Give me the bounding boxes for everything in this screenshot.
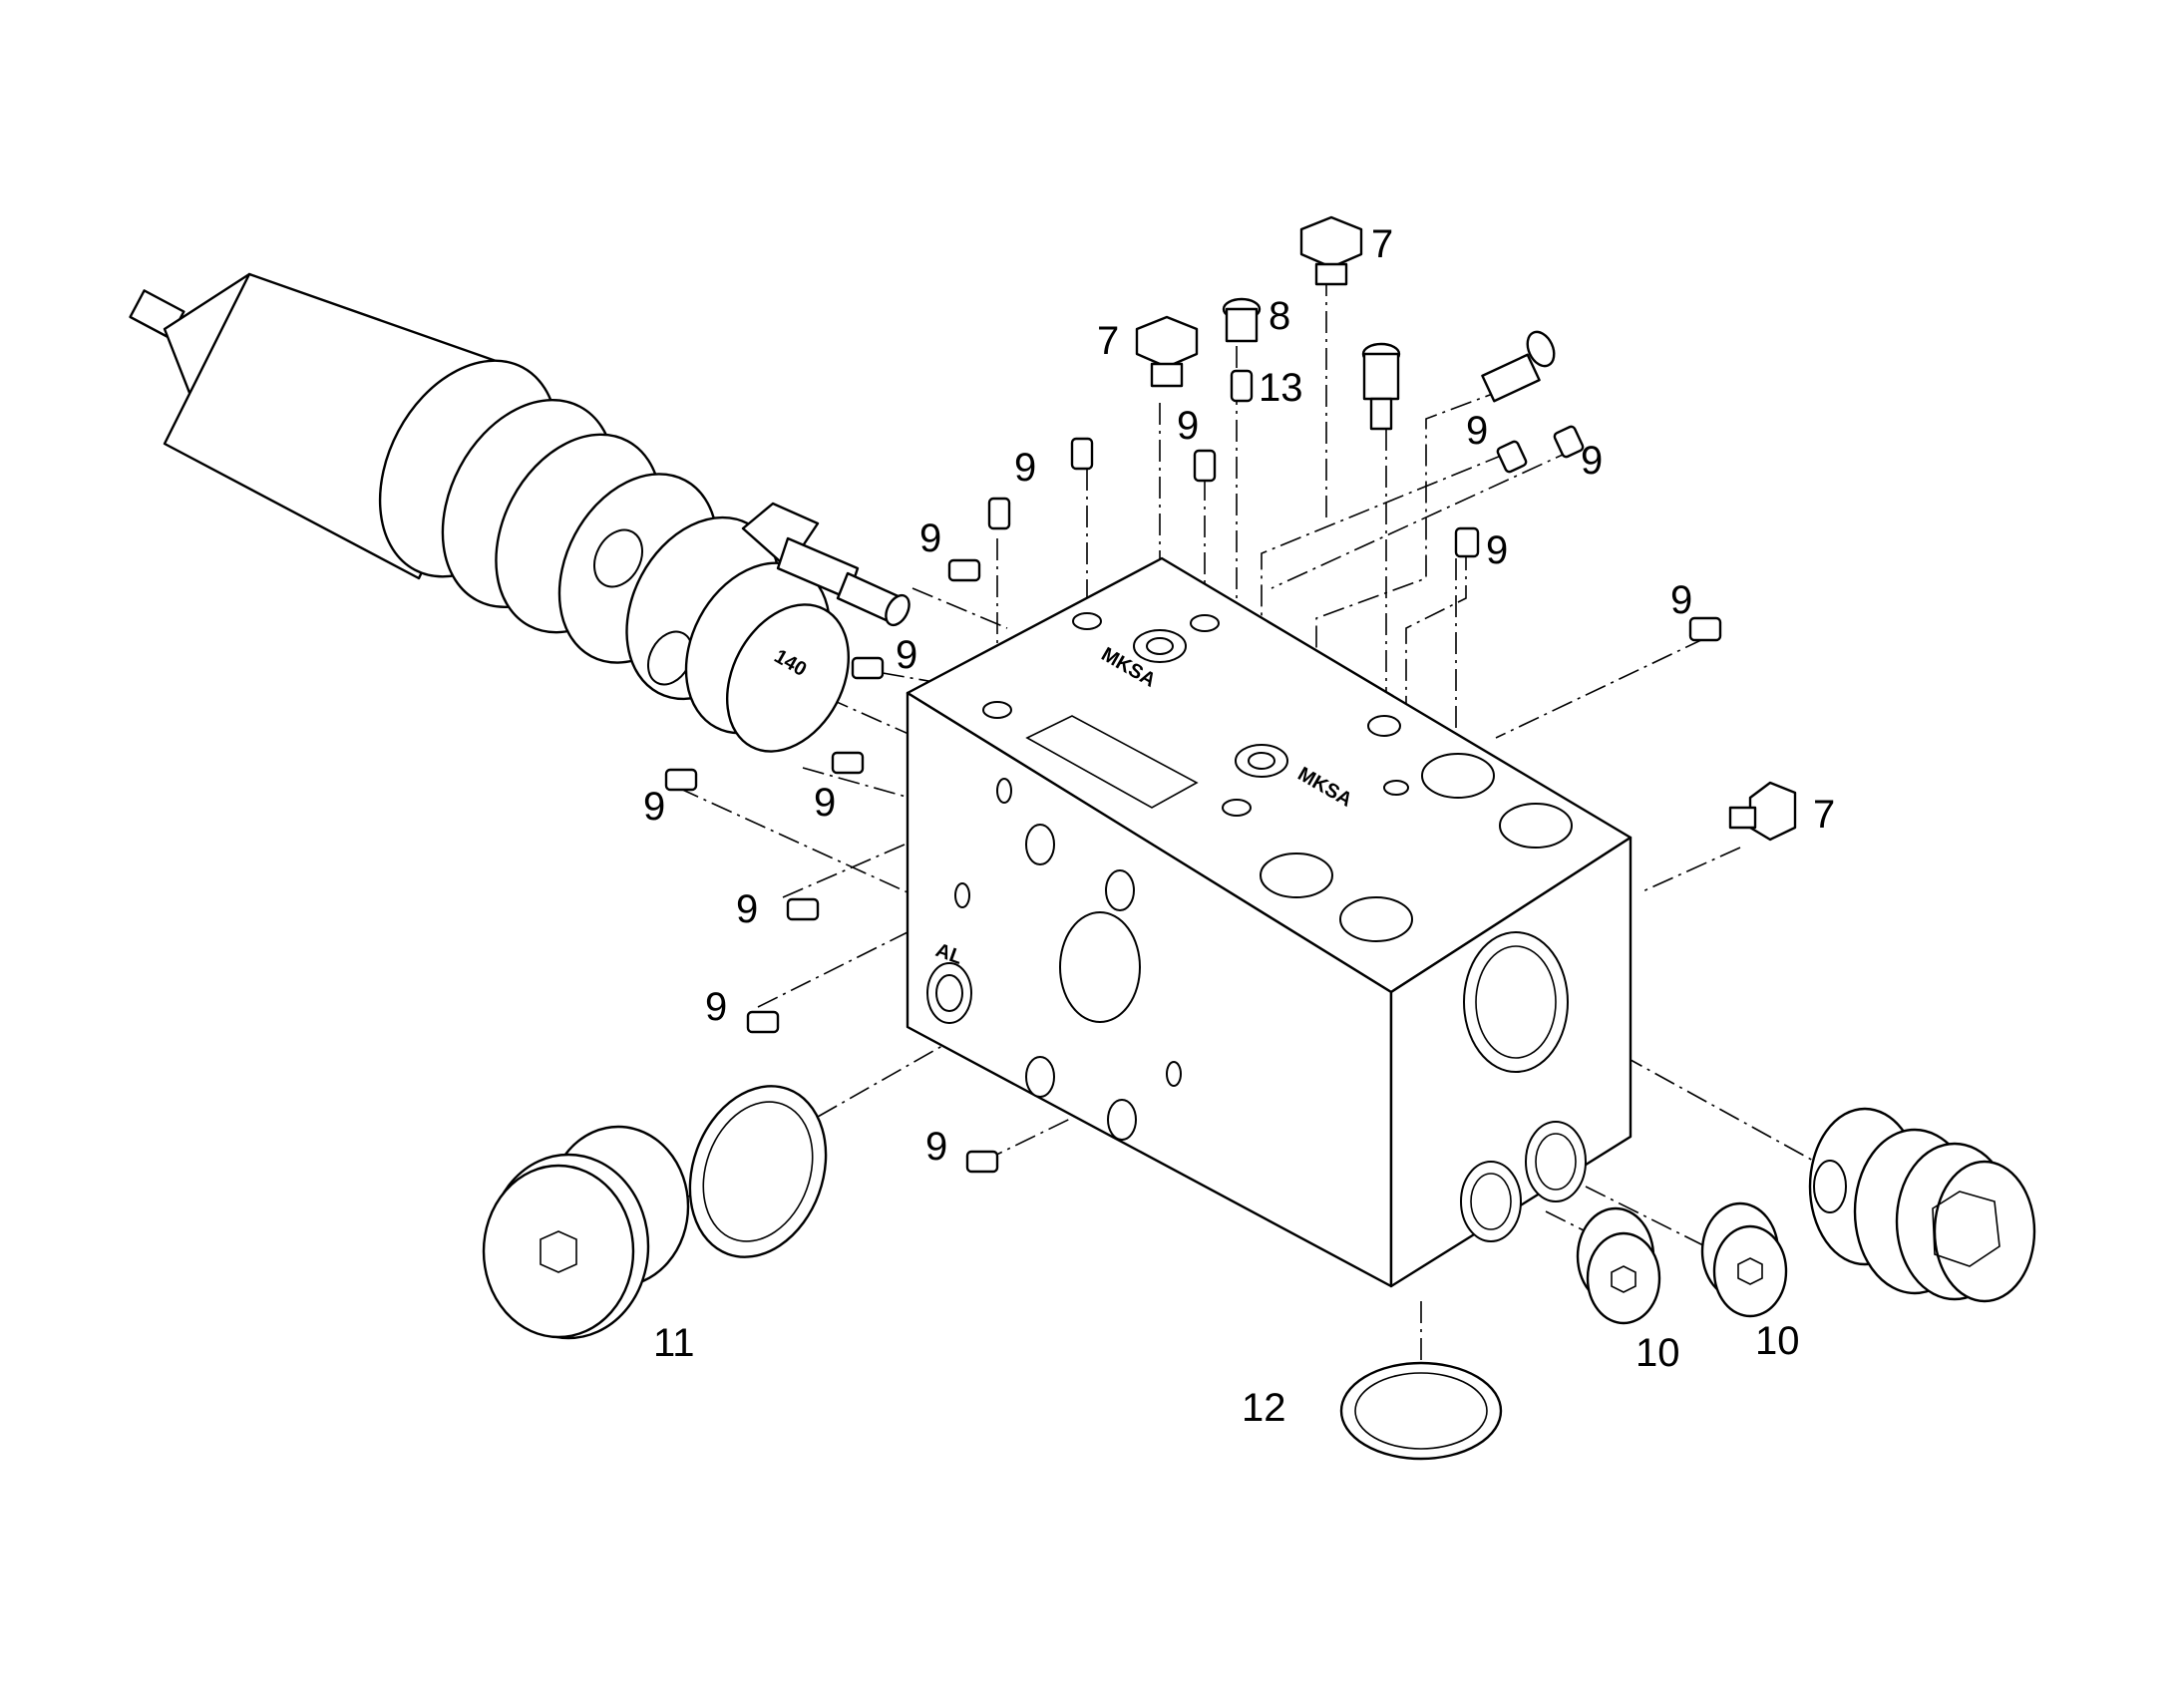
callout-7-side: 7 (1813, 793, 1835, 837)
callout-7-top-left: 7 (1097, 319, 1119, 363)
solenoid-valve: 140 (129, 272, 851, 753)
callout-9-d: 9 (896, 633, 917, 677)
manifold-block: MKSA MKSA AL (906, 556, 1633, 1288)
callout-9-e: 9 (814, 781, 836, 825)
callout-9-g: 9 (736, 887, 758, 931)
plug-7-top-left (1135, 315, 1199, 388)
check-valve-right (1481, 330, 1556, 403)
callout-9-b: 9 (1014, 446, 1036, 490)
callout-7-top-right: 7 (1371, 222, 1393, 266)
callout-10-left: 10 (1635, 1331, 1680, 1375)
pilot-cartridge (741, 502, 910, 627)
callout-9-a: 9 (1177, 404, 1199, 448)
o-ring-12 (1339, 1361, 1503, 1461)
callout-9-i: 9 (925, 1125, 947, 1169)
callout-9-f: 9 (643, 785, 665, 829)
fitting-8 (1222, 297, 1262, 343)
cartridge-valve-right (1808, 1107, 2036, 1303)
plug-7-top-right (1299, 215, 1363, 286)
callout-13: 13 (1259, 366, 1303, 410)
callout-12: 12 (1242, 1386, 1286, 1430)
o-ring-left (688, 1085, 828, 1258)
callout-9-k: 9 (1581, 439, 1603, 483)
check-valve-upper (1361, 342, 1401, 431)
screws-9 (664, 425, 1722, 1174)
callout-10-right: 10 (1755, 1319, 1800, 1363)
plug-10-right (1700, 1201, 1788, 1318)
callout-9-c: 9 (919, 516, 941, 560)
callout-9-j: 9 (1466, 409, 1488, 453)
callout-8: 8 (1269, 294, 1290, 338)
callout-9-l: 9 (1486, 528, 1508, 572)
callouts: 7 7 7 8 13 9 9 9 9 9 9 9 9 9 9 9 9 9 9 1… (643, 222, 1835, 1430)
callout-9-h: 9 (705, 985, 727, 1029)
fitting-13 (1230, 369, 1254, 403)
plug-7-side (1728, 781, 1797, 842)
plug-10-left (1576, 1206, 1661, 1325)
plug-11 (482, 1125, 690, 1340)
callout-11: 11 (653, 1321, 695, 1365)
callout-9-m: 9 (1670, 578, 1692, 622)
